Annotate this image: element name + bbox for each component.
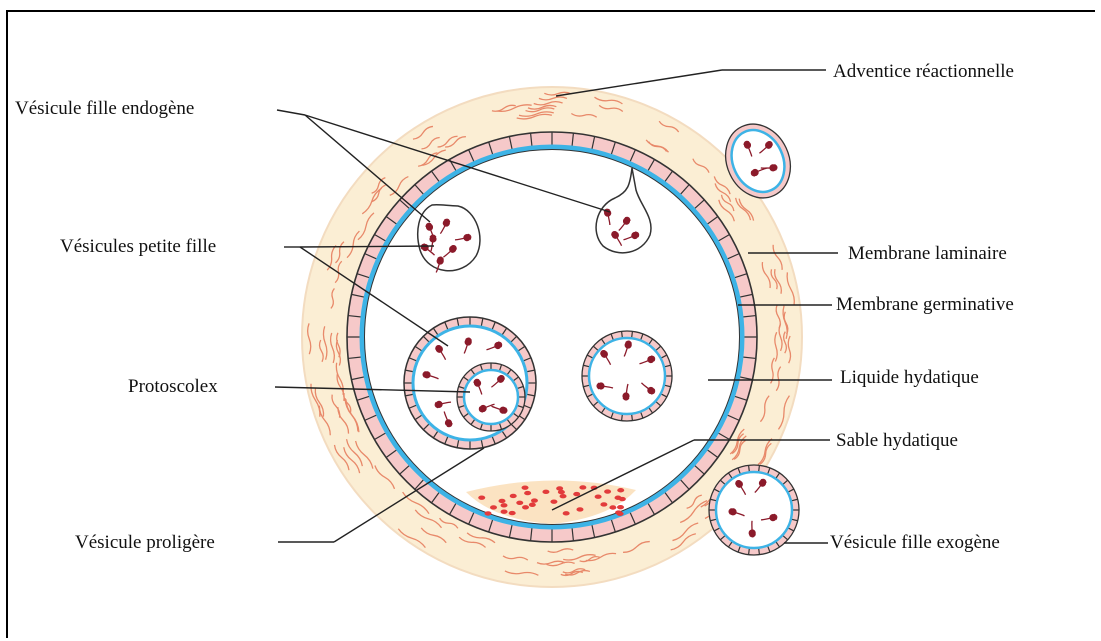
sable-grain xyxy=(501,503,508,507)
sable-grain xyxy=(556,486,563,490)
sable-grain xyxy=(604,489,611,493)
label-vesicule-fille-exogene: Vésicule fille exogène xyxy=(830,532,1000,553)
sable-grain xyxy=(509,511,516,515)
vesicule-petite-fille-inner xyxy=(464,370,518,424)
sable-grain xyxy=(576,507,583,511)
sable-grain xyxy=(573,492,580,496)
sable-grain xyxy=(485,511,492,515)
sable-grain xyxy=(617,488,624,492)
label-vesicules-petite-fille: Vésicules petite fille xyxy=(60,236,216,257)
sable-grain xyxy=(524,491,531,495)
sable-grain xyxy=(478,495,485,499)
label-vesicule-fille-endogene: Vésicule fille endogène xyxy=(15,98,194,119)
sable-grain xyxy=(522,485,529,489)
sable-grain xyxy=(516,501,523,505)
sable-grain xyxy=(510,494,517,498)
label-vesicule-proligere: Vésicule proligère xyxy=(75,532,215,553)
sable-grain xyxy=(617,512,624,516)
sable-grain xyxy=(617,505,624,509)
label-adventice: Adventice réactionnelle xyxy=(833,61,1014,82)
label-protoscolex: Protoscolex xyxy=(128,376,218,397)
sable-grain xyxy=(531,498,538,502)
sable-grain xyxy=(563,511,570,515)
label-liquide-hydatique: Liquide hydatique xyxy=(840,367,979,388)
sable-grain xyxy=(579,485,586,489)
sable-grain xyxy=(542,490,549,494)
label-sable-hydatique: Sable hydatique xyxy=(836,430,958,451)
label-membrane-germinative: Membrane germinative xyxy=(836,294,1014,315)
sable-grain xyxy=(619,497,626,501)
sable-grain xyxy=(499,499,506,503)
leader-adventice xyxy=(556,70,722,96)
sable-grain xyxy=(595,495,602,499)
leader-petite-b xyxy=(300,246,434,247)
sable-grain xyxy=(600,502,607,506)
label-membrane-laminaire: Membrane laminaire xyxy=(848,243,1007,264)
sable-grain xyxy=(560,494,567,498)
sable-grain xyxy=(522,505,529,509)
membrane-germinative xyxy=(362,147,742,527)
sable-grain xyxy=(609,505,616,509)
sable-grain xyxy=(490,505,497,509)
sable-grain xyxy=(550,499,557,503)
sable-grain xyxy=(529,503,536,507)
leader-endogene-a xyxy=(277,110,305,115)
sable-grain xyxy=(501,509,508,513)
